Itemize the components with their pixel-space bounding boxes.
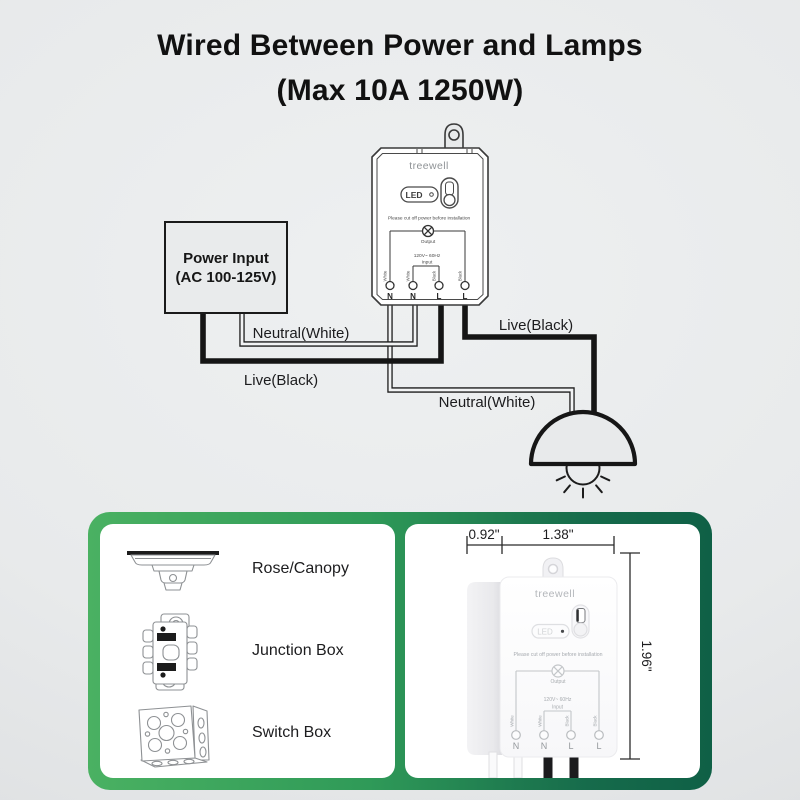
dimension-lines (466, 536, 640, 760)
terminal-wire-label: Black (565, 715, 570, 727)
dimension-depth: 0.92" (468, 527, 499, 542)
wire-live-to-lamp (462, 302, 597, 420)
label-neutral-out: Neutral(White) (438, 394, 536, 411)
dimension-width: 1.38" (542, 527, 573, 542)
relay-device-diagram: treewell LED Please cut off power before… (371, 123, 489, 306)
device-side-face (467, 582, 502, 755)
junction-box-icon (142, 613, 198, 691)
hanging-tab-icon (542, 557, 564, 580)
led-label: LED (406, 190, 423, 200)
terminal-label: L (568, 741, 573, 751)
wire-live-from-power (200, 302, 444, 364)
device-brand: treewell (409, 160, 448, 172)
accessory-label-junction: Junction Box (252, 642, 344, 659)
output-label: Output (421, 239, 436, 245)
pairing-button-icon (571, 604, 590, 639)
device-warning: Please cut off power before installation (513, 652, 602, 658)
output-symbol-icon (551, 664, 565, 678)
terminal-screws (385, 280, 470, 291)
label-live-out: Live(Black) (498, 317, 574, 334)
switch-box-icon (138, 705, 210, 768)
terminal-label: N (513, 741, 520, 751)
rating-label: 120V~ 60Hz (544, 697, 572, 703)
input-label: Input (552, 705, 564, 711)
terminal-wire-label: White (383, 270, 388, 281)
terminal-wire-label: Black (458, 270, 463, 281)
accessory-label-switch: Switch Box (252, 724, 332, 741)
terminal-wire-label: White (510, 715, 515, 727)
led-label: LED (537, 628, 553, 637)
rating-label: 120V~ 60Hz (414, 253, 441, 259)
terminal-wire-label: White (406, 270, 411, 281)
led-indicator: LED (531, 623, 570, 639)
hanging-tab-icon (444, 123, 464, 150)
terminal-label: N (387, 292, 393, 301)
input-label: Input (422, 260, 433, 266)
label-live-in: Live(Black) (243, 372, 319, 389)
terminal-wire-label: White (538, 715, 543, 727)
wire-neutral-from-power (239, 302, 418, 347)
power-input-line2: (AC 100-125V) (175, 268, 277, 286)
terminal-label: L (463, 292, 468, 301)
accessory-label-rose: Rose/Canopy (252, 560, 349, 577)
power-input-line1: Power Input (183, 249, 269, 267)
lamp-icon (528, 409, 638, 499)
light-rays-icon (555, 475, 611, 499)
page-title-line1: Wired Between Power and Lamps (157, 29, 643, 62)
terminal-lines (389, 230, 466, 281)
device-brand: treewell (535, 588, 575, 600)
power-input-box: Power Input (AC 100-125V) (164, 221, 288, 314)
vent-marks-icon (416, 149, 473, 153)
page-title-line2: (Max 10A 1250W) (276, 74, 524, 107)
rose-canopy-icon (127, 551, 219, 591)
terminal-label: N (541, 741, 548, 751)
device-warning: Please cut off power before installation (388, 216, 471, 222)
output-label: Output (550, 679, 566, 685)
accessories-panel: Rose/Canopy (100, 524, 395, 778)
terminal-screws (511, 730, 604, 740)
terminal-label: N (410, 292, 416, 301)
pairing-button-icon (440, 177, 459, 209)
info-frame: Rose/Canopy (88, 512, 712, 790)
terminal-wire-label: Black (432, 270, 437, 281)
led-indicator: LED (400, 186, 439, 203)
terminal-wire-label: Black (593, 715, 598, 727)
label-neutral-in: Neutral(White) (252, 325, 350, 342)
terminal-label: L (437, 292, 442, 301)
device-render: treewell LED Please cut off power before… (466, 527, 654, 778)
dimension-height: 1.96" (639, 640, 654, 671)
dimensions-panel: treewell LED Please cut off power before… (405, 524, 700, 778)
output-symbol-icon (421, 224, 435, 238)
terminal-label: L (596, 741, 601, 751)
